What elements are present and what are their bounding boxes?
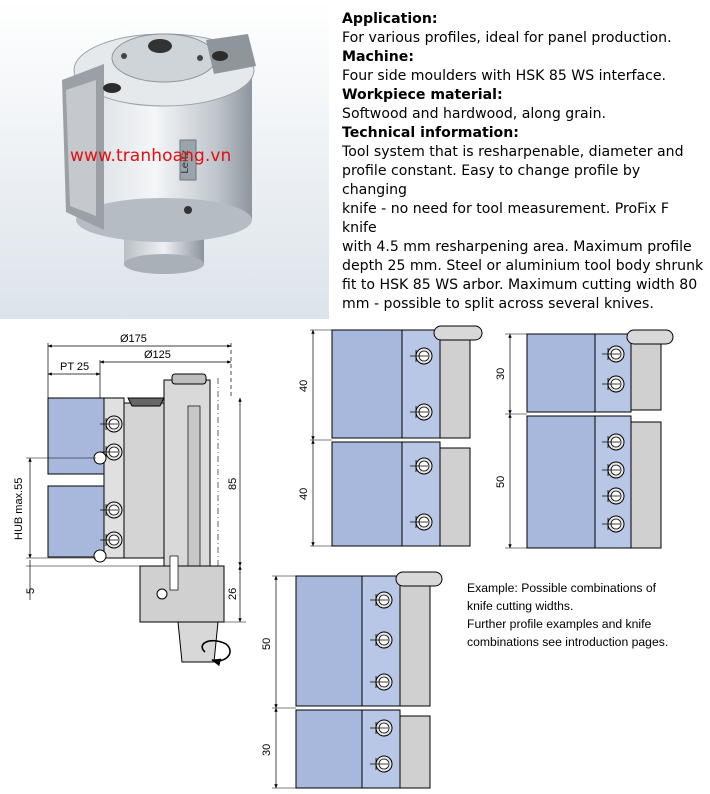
dim-5: 5 (25, 588, 37, 594)
technical-line: profile constant. Easy to change profile… (342, 163, 641, 198)
dim-b-bottom: 50 (495, 476, 507, 488)
workpiece-heading: Workpiece material: (342, 87, 503, 103)
technical-line: with 4.5 mm resharpening area. Maximum p… (342, 239, 692, 255)
technical-heading: Technical information: (342, 125, 519, 141)
technical-line: Tool system that is resharpenable, diame… (342, 144, 684, 160)
technical-line: fit to HSK 85 WS arbor. Maximum cutting … (342, 277, 698, 293)
note-line: knife cutting widths. (467, 599, 574, 613)
dim-c-top: 50 (261, 638, 273, 650)
cross-section-drawing: Ø175 Ø125 PT 25 HUB ma (13, 333, 246, 667)
dim-85: 85 (227, 478, 239, 490)
workpiece-text: Softwood and hardwood, along grain. (342, 106, 606, 122)
dim-a-bottom: 40 (298, 488, 310, 500)
dim-a-top: 40 (298, 380, 310, 392)
knife-combination-30-50: 30 50 (495, 329, 674, 549)
note-line: Example: Possible combinations of (467, 581, 657, 595)
spec-text-block: Application: For various profiles, ideal… (342, 10, 704, 314)
dim-diameter-125: Ø125 (144, 349, 171, 361)
technical-line: depth 25 mm. Steel or aluminium tool bod… (342, 258, 704, 274)
knife-combination-50-30: 50 30 (261, 571, 443, 789)
application-text: For various profiles, ideal for panel pr… (342, 30, 672, 46)
cutterhead-illustration: Leitz (62, 33, 256, 274)
watermark-text: www.tranhoang.vn (70, 146, 232, 166)
brand-label: Leitz (180, 150, 191, 174)
note-line: Further profile examples and knife (467, 617, 652, 631)
dim-26: 26 (227, 588, 239, 600)
dim-b-top: 30 (495, 368, 507, 380)
product-photo: Leitz (0, 0, 329, 319)
example-note: Example: Possible combinations of knife … (467, 579, 707, 651)
dim-diameter-175: Ø175 (120, 333, 147, 345)
technical-line: knife - no need for tool measurement. Pr… (342, 201, 670, 236)
knife-combination-40-40: 40 40 (298, 325, 483, 547)
dim-hub: HUB max.55 (13, 478, 25, 540)
dim-c-bottom: 30 (261, 744, 273, 756)
machine-heading: Machine: (342, 49, 414, 65)
application-heading: Application: (342, 11, 438, 27)
dim-pt25: PT 25 (60, 361, 89, 373)
machine-text: Four side moulders with HSK 85 WS interf… (342, 68, 666, 84)
technical-line: mm - possible to split across several kn… (342, 296, 654, 312)
note-line: combinations see introduction pages. (467, 635, 669, 649)
